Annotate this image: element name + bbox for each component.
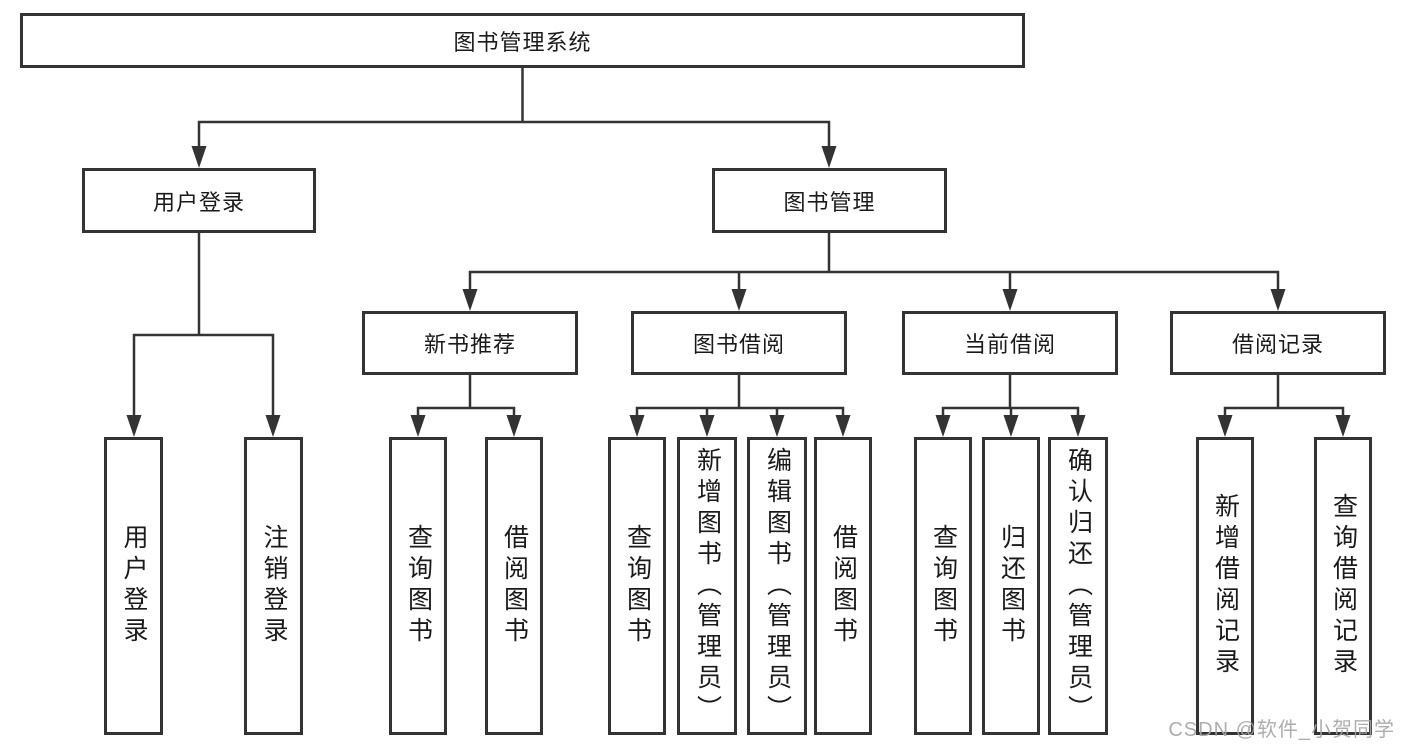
arrowheads xyxy=(126,146,1351,437)
node-label: 新增借阅记录 xyxy=(1211,493,1240,679)
arrow-down-icon xyxy=(935,415,951,437)
node-library-system: 图书管理系统 xyxy=(20,13,1025,68)
node-label: 图书借阅 xyxy=(692,332,785,357)
node-label: 图书管理 xyxy=(783,189,876,215)
leaf-query-book-2: 查询图书 xyxy=(608,437,666,735)
node-label: 归还图书 xyxy=(997,524,1026,648)
node-label: 新增图书（管理员） xyxy=(693,446,722,726)
leaf-query-book-1: 查询图书 xyxy=(389,437,447,735)
arrow-down-icon xyxy=(1070,415,1086,437)
edge-user-login-rail xyxy=(132,333,275,420)
arrow-down-icon xyxy=(699,415,715,437)
leaf-logout: 注销登录 xyxy=(244,437,303,735)
arrow-down-icon xyxy=(1003,415,1019,437)
leaf-query-borrow-record: 查询借阅记录 xyxy=(1314,437,1372,735)
node-label: 借阅图书 xyxy=(500,524,529,648)
node-label: 当前借阅 xyxy=(963,332,1056,357)
node-label: 借阅图书 xyxy=(829,524,858,648)
arrow-down-icon xyxy=(1217,415,1233,437)
node-user-login: 用户登录 xyxy=(82,168,316,233)
edge-book-borrow-rail xyxy=(635,406,845,420)
arrow-down-icon xyxy=(769,415,785,437)
leaf-edit-book-admin: 编辑图书（管理员） xyxy=(747,437,807,735)
node-borrow-record: 借阅记录 xyxy=(1170,311,1386,375)
node-label: 用户登录 xyxy=(152,189,245,215)
leaf-borrow-book-2: 借阅图书 xyxy=(814,437,872,735)
node-label: 查询借阅记录 xyxy=(1329,493,1358,679)
node-label: 借阅记录 xyxy=(1231,332,1324,357)
node-label: 用户登录 xyxy=(120,524,148,648)
arrow-down-icon xyxy=(462,289,478,311)
arrow-down-icon xyxy=(191,146,207,168)
arrow-down-icon xyxy=(265,415,281,437)
edge-root-rail xyxy=(197,120,831,150)
leaf-user-login: 用户登录 xyxy=(104,437,163,735)
arrow-down-icon xyxy=(126,415,142,437)
node-new-book-recommend: 新书推荐 xyxy=(362,311,578,375)
node-label: 新书推荐 xyxy=(423,332,516,357)
arrow-down-icon xyxy=(821,146,837,168)
arrow-down-icon xyxy=(410,415,426,437)
node-label: 注销登录 xyxy=(260,524,288,648)
arrow-down-icon xyxy=(835,415,851,437)
node-label: 查询图书 xyxy=(623,524,652,648)
node-label: 查询图书 xyxy=(404,524,433,648)
leaf-confirm-return-admin: 确认归还（管理员） xyxy=(1048,437,1108,735)
arrow-down-icon xyxy=(629,415,645,437)
node-label: 图书管理系统 xyxy=(453,29,592,55)
node-current-borrow: 当前借阅 xyxy=(902,311,1118,375)
edge-book-borrow-drops xyxy=(705,408,779,420)
node-label: 确认归还（管理员） xyxy=(1064,446,1093,726)
arrow-down-icon xyxy=(1270,289,1286,311)
arrow-down-icon xyxy=(506,415,522,437)
node-label: 查询图书 xyxy=(929,524,958,648)
arrow-down-icon xyxy=(1002,289,1018,311)
leaf-return-book: 归还图书 xyxy=(982,437,1040,735)
node-book-management: 图书管理 xyxy=(712,168,947,233)
csdn-watermark: CSDN @软件_小贺同学 xyxy=(1168,719,1395,741)
node-label: 编辑图书（管理员） xyxy=(763,446,792,726)
arrow-down-icon xyxy=(731,289,747,311)
leaf-query-book-3: 查询图书 xyxy=(914,437,972,735)
edge-book-mgmt-rail xyxy=(468,270,1280,293)
leaf-borrow-book-1: 借阅图书 xyxy=(485,437,543,735)
edge-book-mgmt-drops xyxy=(737,272,1012,293)
node-book-borrow: 图书借阅 xyxy=(631,311,847,375)
leaf-add-book-admin: 新增图书（管理员） xyxy=(677,437,737,735)
leaf-add-borrow-record: 新增借阅记录 xyxy=(1196,437,1254,735)
arrow-down-icon xyxy=(1335,415,1351,437)
edge-borrow-record-rail xyxy=(1223,406,1345,420)
edge-new-book-rail xyxy=(416,406,516,420)
